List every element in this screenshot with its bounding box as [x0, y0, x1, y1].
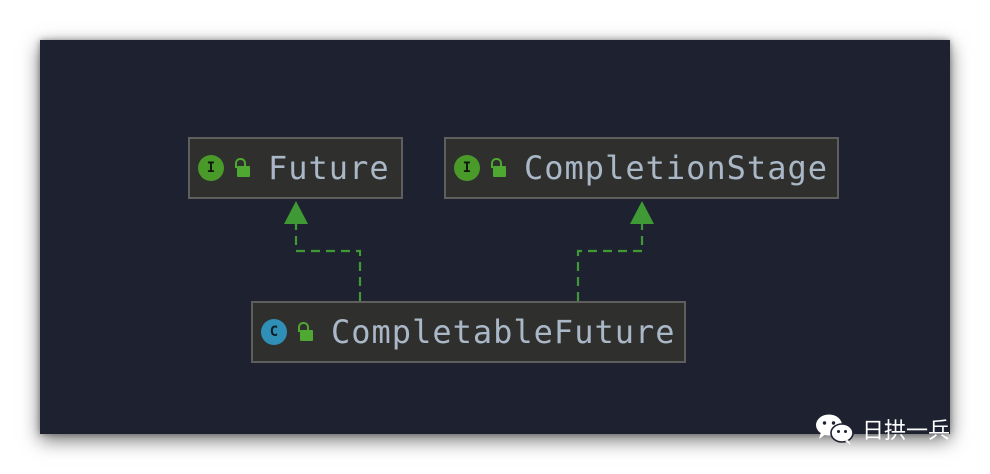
interface-icon: I [198, 155, 224, 181]
arrowhead-completionstage [630, 201, 654, 224]
public-lock-icon [297, 322, 313, 342]
node-future[interactable]: I Future [188, 137, 403, 199]
edge-completablefuture-future [294, 222, 362, 301]
node-completable-future[interactable]: C CompletableFuture [251, 301, 686, 363]
public-lock-icon [490, 158, 506, 178]
node-completion-stage[interactable]: I CompletionStage [444, 137, 839, 199]
diagram-canvas [40, 40, 950, 434]
class-icon: C [261, 319, 287, 345]
wechat-icon [816, 414, 854, 445]
node-label: CompletableFuture [331, 313, 676, 351]
watermark-text: 日拱一兵 [862, 419, 951, 444]
public-lock-icon [234, 158, 250, 178]
watermark: 日拱一兵 [814, 412, 950, 446]
interface-icon: I [454, 155, 480, 181]
node-label: CompletionStage [524, 149, 828, 187]
arrowhead-future [284, 201, 308, 224]
edge-completablefuture-completionstage [576, 222, 644, 301]
node-label: Future [268, 149, 390, 187]
